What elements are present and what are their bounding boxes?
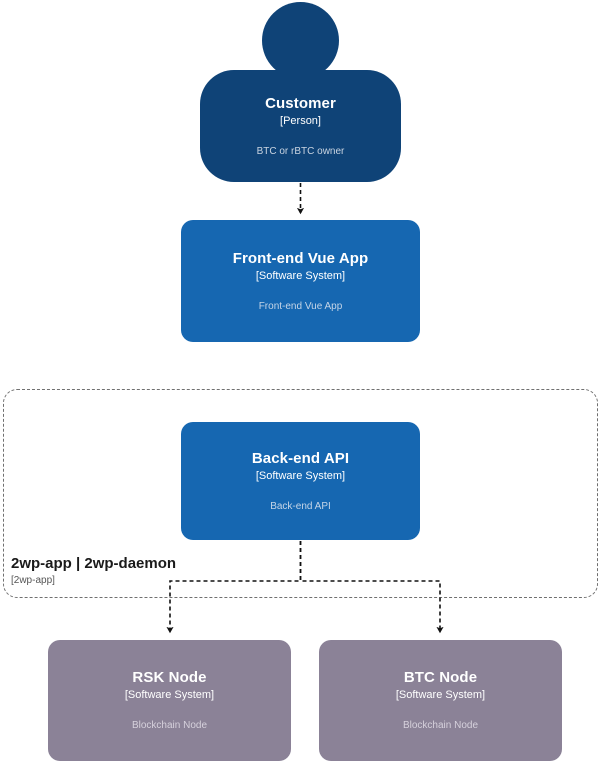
node-customer-type: [Person] bbox=[280, 114, 321, 127]
node-frontend-vue-app[interactable]: Front-end Vue App [Software System] Fron… bbox=[181, 220, 420, 342]
node-rsk-description: Blockchain Node bbox=[131, 720, 208, 731]
node-rsk-node[interactable]: RSK Node [Software System] Blockchain No… bbox=[48, 640, 291, 761]
node-frontend-description: Front-end Vue App bbox=[258, 300, 343, 312]
node-customer-description: BTC or rBTC owner bbox=[256, 145, 345, 157]
node-backend-description: Back-end API bbox=[270, 500, 331, 512]
boundary-title: 2wp-app | 2wp-daemon bbox=[11, 555, 177, 572]
node-btc-node[interactable]: BTC Node [Software System] Blockchain No… bbox=[319, 640, 562, 761]
node-frontend-title: Front-end Vue App bbox=[232, 249, 369, 267]
node-customer[interactable]: Customer [Person] BTC or rBTC owner bbox=[200, 70, 401, 182]
boundary-type: [2wp-app] bbox=[11, 575, 55, 586]
node-rsk-type: [Software System] bbox=[124, 689, 215, 701]
node-backend-api[interactable]: Back-end API [Software System] Back-end … bbox=[181, 422, 420, 540]
node-btc-title: BTC Node bbox=[403, 669, 478, 686]
node-backend-title: Back-end API bbox=[251, 449, 350, 467]
node-rsk-title: RSK Node bbox=[132, 669, 207, 686]
boundary-label: 2wp-app | 2wp-daemon [2wp-app] bbox=[11, 555, 176, 588]
node-customer-title: Customer bbox=[265, 94, 336, 112]
node-btc-description: Blockchain Node bbox=[402, 720, 479, 731]
node-frontend-type: [Software System] bbox=[255, 269, 346, 282]
node-btc-type: [Software System] bbox=[395, 689, 486, 701]
customer-person-head-icon bbox=[262, 2, 339, 79]
node-backend-type: [Software System] bbox=[255, 469, 346, 482]
